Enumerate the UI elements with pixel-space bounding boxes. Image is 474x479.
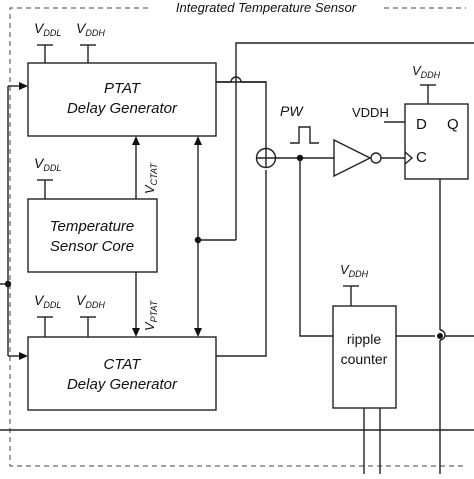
pw-label: PW [280,103,304,119]
vptat-label: VPTAT [142,299,159,331]
ripple-counter-label-line1: ripple [347,331,381,347]
ctat-to-xor-wire [216,170,267,357]
ripple-counter-label-line2: counter [341,351,388,367]
svg-text:VDDH: VDDH [76,292,105,310]
ctat-vddh-supply: VDDH [76,292,105,337]
temperature-sensor-core-block [27,198,158,273]
d-flip-flop-block [404,103,469,180]
ptat-link-arrowhead [194,136,202,145]
counter-junction-dot [437,333,443,339]
core-vddl-supply: VDDL [34,155,61,199]
inverter-symbol [333,138,382,178]
ff-q-label: Q [447,116,459,133]
core-block-label-line2: Sensor Core [50,238,134,255]
ctat-link-arrowhead [194,328,202,337]
ptat-vddl-supply: VDDL [34,20,61,63]
xor-symbol [255,147,277,169]
ctat-block-label-line2: Delay Generator [67,376,178,393]
svg-text:VDDH: VDDH [412,63,441,80]
svg-text:VDDL: VDDL [34,155,61,173]
ptat-delay-generator-block [27,62,217,137]
top-loop-wire [235,42,474,82]
ptat-block-label-line2: Delay Generator [67,100,178,117]
ptat-block-label-line1: PTAT [104,80,142,97]
d-input-vddh-label: VDDH [352,105,389,120]
ctat-delay-generator-block [27,336,217,411]
svg-text:VDDH: VDDH [340,262,369,279]
vctat-arrowhead [132,136,140,145]
svg-text:VDDL: VDDL [34,20,61,38]
ctat-vddl-supply: VDDL [34,292,61,337]
svg-text:VDDH: VDDH [76,20,105,38]
ripple-counter-block [332,305,397,409]
frame-title: Integrated Temperature Sensor [176,0,357,15]
ff-c-label: C [416,149,427,166]
ptat-vddh-supply: VDDH [76,20,105,63]
frame-border [9,7,466,467]
vctat-label: VCTAT [142,162,159,194]
pulse-waveform [290,126,319,144]
ctat-block-label-line1: CTAT [104,356,143,373]
counter-vddh-supply: VDDH [340,262,369,306]
core-block-label-line1: Temperature [50,218,135,235]
ff-d-label: D [416,116,427,133]
svg-text:VDDL: VDDL [34,292,61,310]
vptat-arrowhead [132,328,140,337]
ptat-to-xor-wire [216,81,267,148]
pw-to-counter-wire [299,158,333,337]
ff-vddh-supply: VDDH [412,63,441,104]
ff-clock-marker [404,151,414,165]
